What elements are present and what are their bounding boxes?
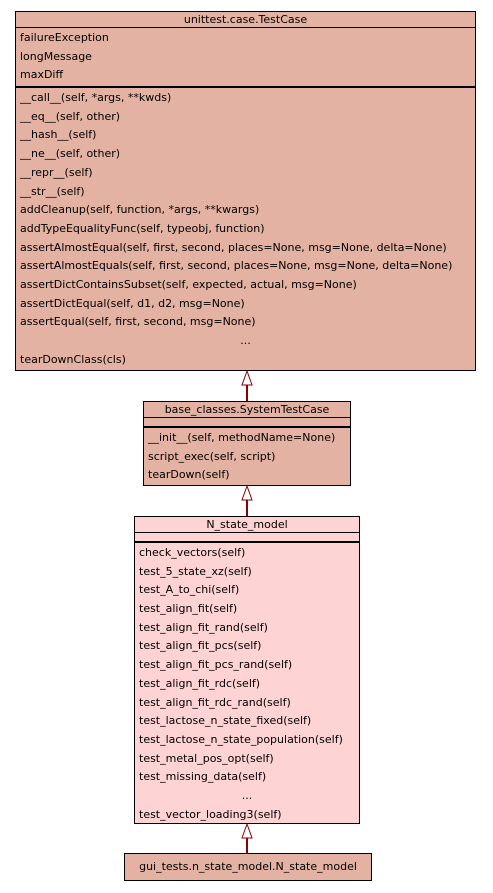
method: __eq__(self, other): [20, 109, 121, 123]
method: addTypeEqualityFunc(self, typeobj, funct…: [20, 221, 265, 235]
method: test_lactose_n_state_population(self): [139, 732, 343, 746]
class-title: gui_tests.n_state_model.N_state_model: [139, 860, 357, 873]
method: test_align_fit_rand(self): [139, 620, 268, 634]
method: assertDictEqual(self, d1, d2, msg=None): [20, 296, 245, 310]
attribute: failureException: [20, 31, 109, 44]
attributes-section: [144, 418, 350, 427]
inheritance-arrowhead: [241, 822, 253, 839]
method: test_align_fit_rdc(self): [139, 676, 261, 690]
attribute: maxDiff: [20, 68, 64, 82]
method: test_metal_pos_opt(self): [139, 751, 274, 765]
class-title: unittest.case.TestCase: [16, 12, 475, 28]
method: test_align_fit_pcs_rand(self): [139, 658, 293, 672]
ellipsis: ...: [240, 334, 251, 347]
methods-section: check_vectors(self) test_5_state_xz(self…: [135, 542, 359, 824]
method: test_5_state_xz(self): [139, 564, 252, 578]
method: check_vectors(self): [139, 546, 246, 559]
method: test_align_fit_pcs(self): [139, 639, 262, 653]
method: __call__(self, *args, **kwds): [20, 91, 172, 105]
method: test_lactose_n_state_fixed(self): [139, 714, 312, 728]
method: tearDown(self): [148, 468, 230, 482]
method: __str__(self): [20, 184, 85, 198]
method: test_align_fit(self): [139, 602, 238, 616]
method: assertAlmostEqual(self, first, second, p…: [20, 240, 447, 254]
method: __hash__(self): [20, 128, 97, 142]
attribute: longMessage: [20, 49, 92, 63]
method: test_vector_loading3(self): [139, 807, 282, 821]
class-nstatemodel: N_state_model check_vectors(self) test_5…: [134, 516, 360, 824]
methods-section: __call__(self, *args, **kwds) __eq__(sel…: [16, 87, 475, 369]
methods-section: __init__(self, methodName=None) script_e…: [144, 427, 350, 485]
ellipsis: ...: [241, 788, 253, 802]
method: __repr__(self): [20, 165, 93, 179]
method: test_align_fit_rdc_rand(self): [139, 695, 291, 709]
method: __init__(self, methodName=None): [148, 431, 336, 444]
method: test_A_to_chi(self): [139, 583, 240, 597]
method: __ne__(self, other): [20, 147, 121, 161]
method: test_missing_data(self): [139, 770, 267, 784]
method: tearDownClass(cls): [20, 352, 126, 366]
class-title: base_classes.SystemTestCase: [144, 402, 350, 418]
class-testcase: unittest.case.TestCase failureException …: [15, 11, 476, 371]
method: addCleanup(self, function, *args, **kwar…: [20, 203, 260, 217]
class-title: N_state_model: [135, 517, 359, 533]
attributes-section: failureException longMessage maxDiff: [16, 28, 475, 88]
method: assertDictContainsSubset(self, expected,…: [20, 277, 357, 291]
class-systemtestcase: base_classes.SystemTestCase __init__(sel…: [143, 401, 351, 486]
method: script_exec(self, script): [148, 449, 276, 463]
method: assertAlmostEquals(self, first, second, …: [20, 259, 453, 273]
attributes-section: [135, 533, 359, 542]
class-gui-nstatemodel: gui_tests.n_state_model.N_state_model: [124, 853, 372, 881]
inheritance-arrowhead: [241, 484, 253, 501]
inheritance-arrowhead: [241, 369, 253, 386]
method: assertEqual(self, first, second, msg=Non…: [20, 315, 256, 329]
